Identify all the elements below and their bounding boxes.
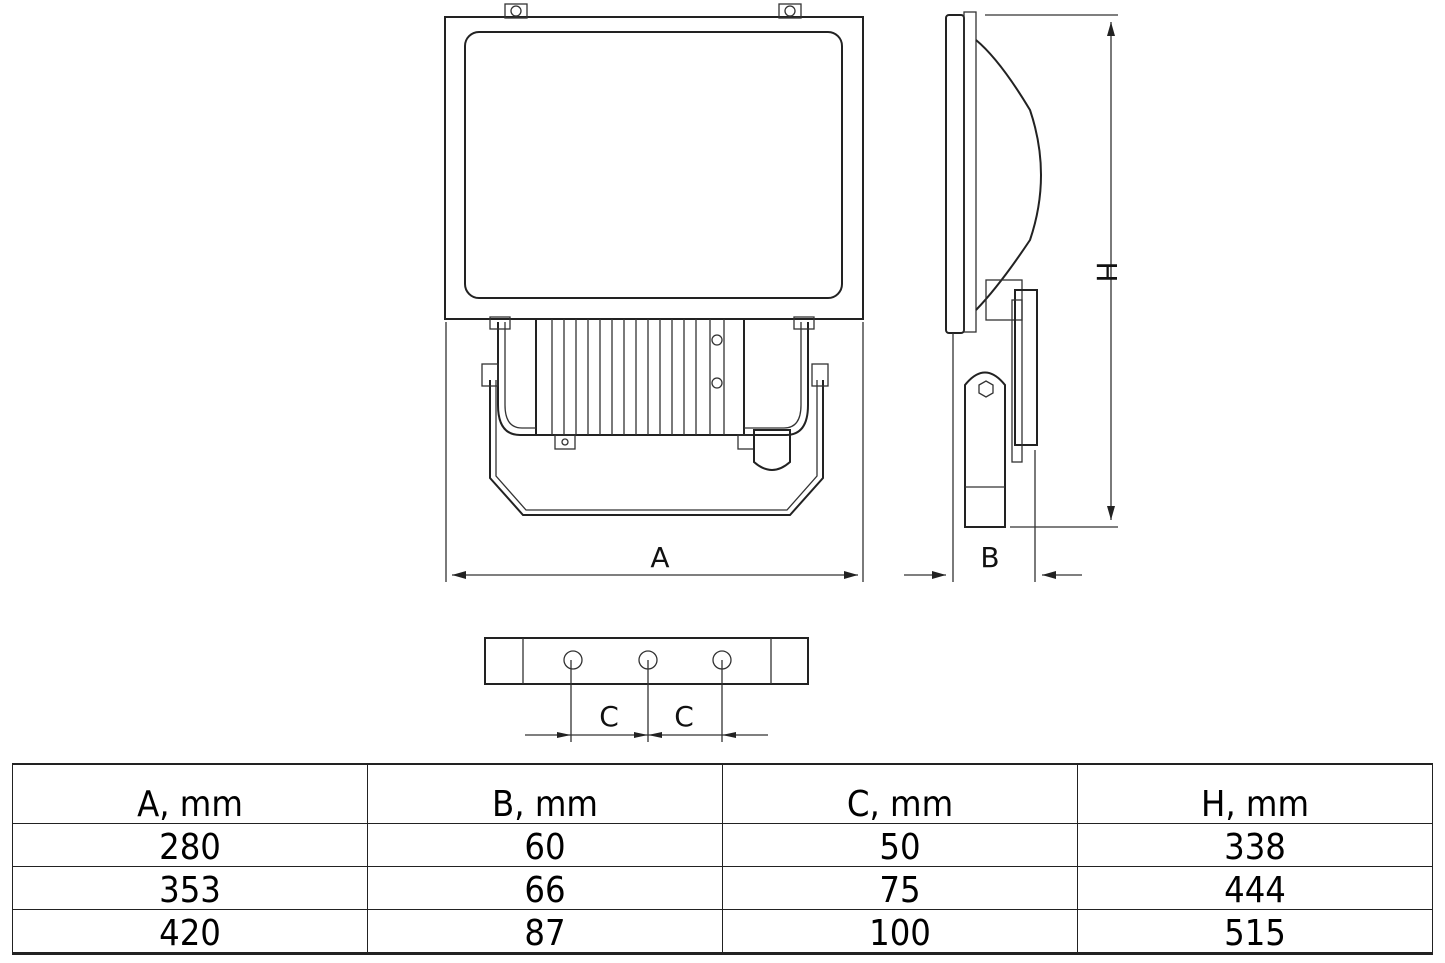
cell-h: 338	[1077, 823, 1433, 867]
front-view: A	[444, 3, 864, 582]
table-row: 280 60 50 338	[12, 823, 1433, 867]
inner-bracket	[497, 322, 809, 436]
cell-b: 60	[367, 823, 723, 867]
cell-h: 515	[1077, 909, 1433, 955]
front-glass	[464, 31, 843, 299]
cell-c: 50	[722, 823, 1078, 867]
mounting-yoke	[489, 380, 824, 516]
header-c: C, mm	[722, 763, 1078, 824]
dimension-label-h: H	[1090, 261, 1123, 282]
top-bracket-left	[504, 3, 528, 19]
floodlight-technical-drawing: A B H C C	[444, 3, 1123, 742]
side-view: B H	[904, 11, 1123, 582]
cell-c: 100	[722, 909, 1078, 955]
side-yoke	[964, 371, 1006, 528]
mounting-bracket	[484, 637, 809, 685]
dimension-label-c-2: C	[674, 700, 694, 733]
side-housing	[945, 14, 965, 334]
top-bracket-right	[778, 3, 802, 19]
front-housing	[444, 16, 864, 320]
cell-b: 87	[367, 909, 723, 955]
dimension-label-a: A	[650, 541, 669, 574]
cell-b: 66	[367, 866, 723, 910]
cable-gland	[753, 429, 791, 471]
dimensions-table: A, mm B, mm C, mm H, mm 280 60 50 338 35…	[12, 763, 1433, 955]
cell-a: 280	[12, 823, 368, 867]
table-row: 420 87 100 515	[12, 909, 1433, 955]
cell-h: 444	[1077, 866, 1433, 910]
header-h: H, mm	[1077, 763, 1433, 824]
table-row: 353 66 75 444	[12, 866, 1433, 910]
header-a: A, mm	[12, 763, 368, 824]
cell-a: 420	[12, 909, 368, 955]
bracket-view: C C	[484, 637, 809, 742]
cell-c: 75	[722, 866, 1078, 910]
table-header-row: A, mm B, mm C, mm H, mm	[12, 763, 1433, 824]
dimension-label-b: B	[980, 541, 999, 574]
dimension-label-c-1: C	[599, 700, 619, 733]
cell-a: 353	[12, 866, 368, 910]
heatsink-fins	[535, 318, 745, 436]
side-reflector	[975, 39, 1042, 311]
header-b: B, mm	[367, 763, 723, 824]
